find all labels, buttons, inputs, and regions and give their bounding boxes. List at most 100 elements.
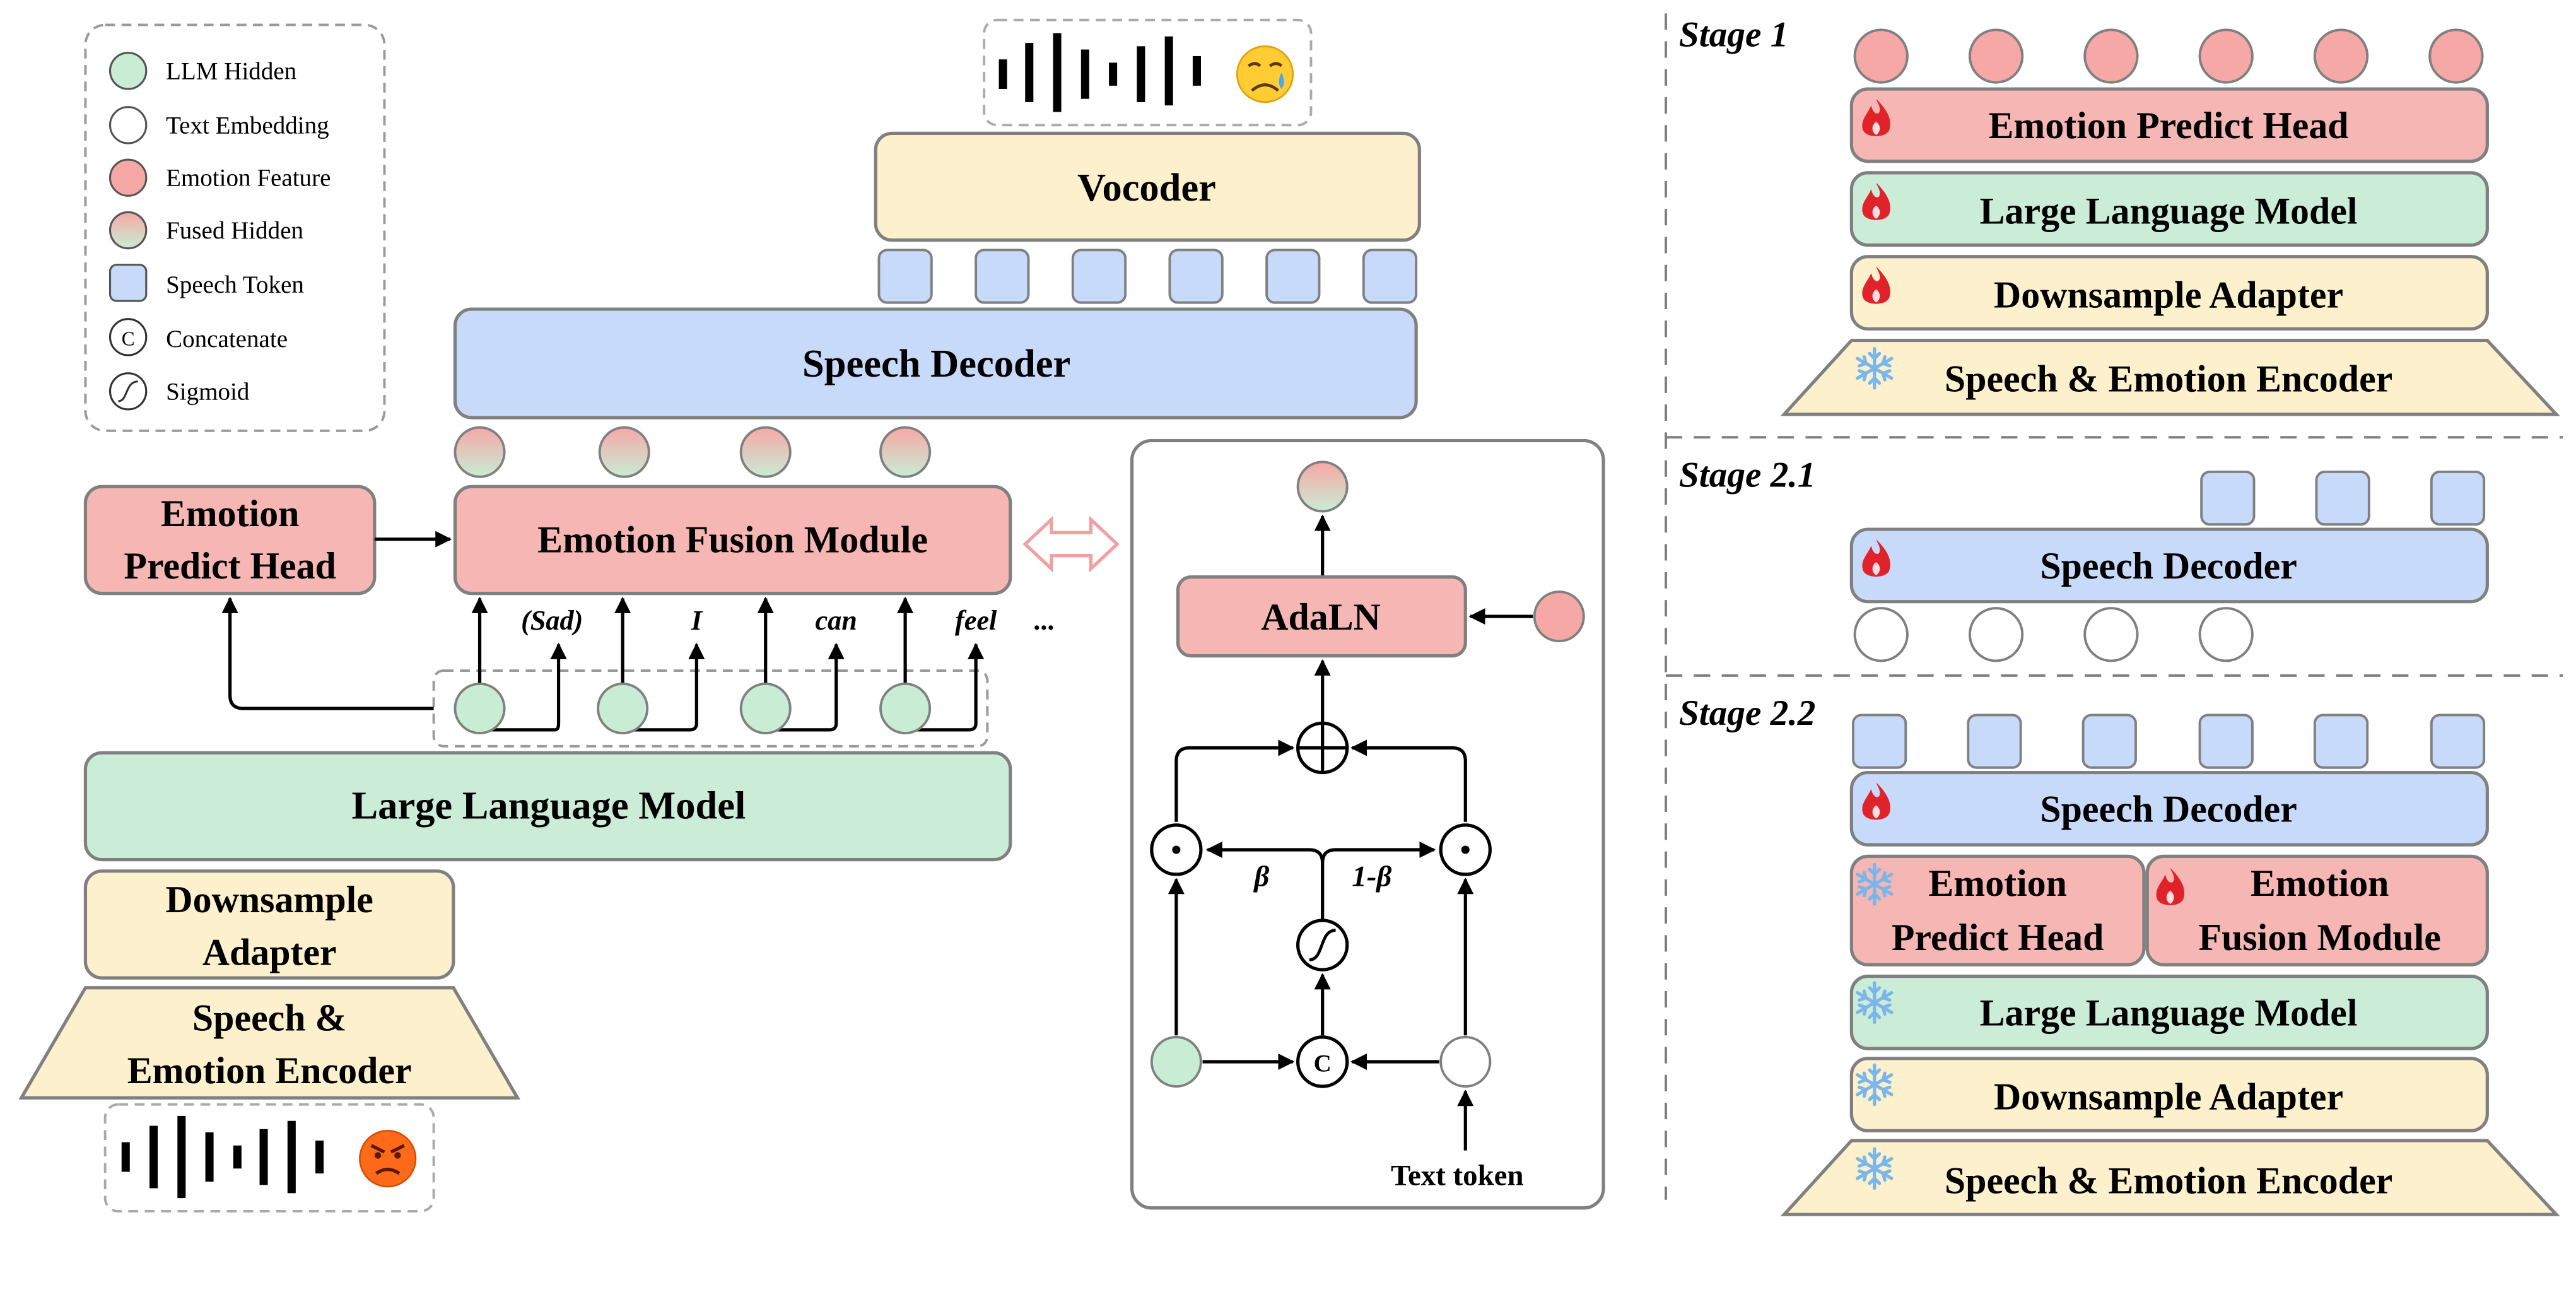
legend-concatenate: C Concatenate [108, 318, 288, 356]
legend-label: Text Embedding [166, 112, 329, 139]
stage-title: Stage 2.1 [1679, 455, 1815, 495]
adapter-label: Adapter [202, 931, 337, 973]
stage-title: Stage 2.2 [1679, 693, 1815, 733]
emotion-predict-head-block: Emotion Predict Head [83, 484, 377, 596]
token-label: I [691, 605, 703, 636]
stage22-emotion-predict-head: Emotion Predict Head [1849, 854, 2146, 966]
svg-text:C: C [122, 327, 135, 349]
legend-emotion-feature: Emotion Feature [108, 158, 331, 197]
emotion-predict-head-label: Predict Head [124, 545, 336, 587]
legend-label: Sigmoid [166, 378, 250, 405]
sigmoid-icon [1296, 919, 1349, 972]
legend: LLM Hidden Text Embedding Emotion Featur… [84, 23, 386, 432]
legend-label: Fused Hidden [166, 217, 303, 244]
block-label: Speech Decoder [2040, 789, 2297, 830]
speech-token [2200, 470, 2256, 526]
beta-label: β [1253, 860, 1269, 893]
encoder-label: Speech & [192, 997, 347, 1038]
waveform-icon [998, 33, 1201, 112]
concatenate-icon [108, 318, 148, 356]
legend-label: LLM Hidden [166, 57, 296, 85]
block-label: Emotion [1928, 862, 2067, 904]
text-embedding-node [2198, 607, 2254, 662]
block-label: Large Language Model [1980, 191, 2358, 232]
hidden-arrows [221, 596, 985, 732]
stage22-speech-decoder: Speech Decoder [1849, 770, 2489, 847]
stage22-llm: Large Language Model [1849, 974, 2489, 1050]
fused-hidden-row [454, 426, 932, 478]
block-label: Large Language Model [1980, 992, 2358, 1034]
speech-token [877, 249, 933, 304]
multiply-icon [1439, 823, 1492, 876]
stage21-speech-decoder: Speech Decoder [1849, 527, 2489, 604]
stage1-adapter: Downsample Adapter [1849, 255, 2489, 331]
stage-2-2-panel: Stage 2.2 Speech Decoder Emotion Predict… [1679, 693, 2560, 1216]
encoder-label: Emotion Encoder [127, 1050, 412, 1091]
llm-label: Large Language Model [351, 783, 746, 827]
block-label: Emotion [2251, 862, 2389, 904]
adaln-label: AdaLN [1261, 596, 1381, 638]
token-label: feel [955, 605, 997, 636]
adaln-block [1176, 575, 1467, 658]
block-label: Speech & Emotion Encoder [1945, 1160, 2392, 1201]
concat-symbol: C [1314, 1050, 1332, 1078]
adapter-block: Downsample Adapter [83, 869, 455, 980]
fused-hidden-icon [108, 211, 148, 250]
crying-face-icon [1236, 45, 1294, 103]
stage22-emotion-fusion-module: Emotion Fusion Module [2145, 854, 2489, 966]
llm-hidden-node [454, 682, 506, 734]
concatenate-icon: C [1296, 1035, 1349, 1088]
legend-label: Speech Token [166, 271, 304, 298]
llm-hidden-node [1150, 1035, 1202, 1088]
legend-label: Emotion Feature [166, 165, 331, 192]
input-waveform [103, 1103, 435, 1213]
speech-token [1071, 249, 1127, 304]
encoder-block: Speech & Emotion Encoder [18, 986, 520, 1100]
text-embedding-node [1439, 1035, 1492, 1088]
emotion-feature-node [2083, 28, 2139, 84]
block-label: Predict Head [1892, 917, 2104, 958]
emotion-feature-node [1533, 590, 1585, 643]
stage22-adapter: Downsample Adapter [1849, 1057, 2489, 1132]
speech-tokens-main [877, 249, 1418, 304]
stage22-encoder: Speech & Emotion Encoder [1780, 1139, 2560, 1216]
zoom-double-arrow-icon [1022, 515, 1120, 573]
text-embedding-node [1968, 607, 2024, 662]
output-waveform [983, 18, 1313, 127]
one-minus-beta-label: 1-β [1352, 860, 1391, 893]
legend-text-embedding: Text Embedding [108, 106, 329, 144]
text-embedding-icon [108, 106, 148, 144]
token-label: can [816, 605, 857, 636]
block-label: Emotion Predict Head [1988, 105, 2348, 146]
speech-token [2081, 714, 2137, 769]
speech-token [1265, 249, 1321, 304]
speech-token [975, 249, 1030, 304]
vocoder-label: Vocoder [1077, 165, 1216, 209]
stage1-encoder: Speech & Emotion Encoder [1780, 338, 2560, 416]
block-label: Speech & Emotion Encoder [1945, 358, 2392, 399]
multiply-icon [1150, 823, 1203, 876]
block-label: Downsample Adapter [1994, 274, 2343, 315]
speech-decoder-label: Speech Decoder [802, 341, 1070, 385]
block-label: Fusion Module [2198, 917, 2440, 958]
speech-token [1168, 249, 1224, 304]
token-label: ... [1034, 605, 1055, 636]
speech-token-row [1852, 714, 2486, 769]
speech-token [2430, 714, 2486, 769]
speech-token [1362, 249, 1418, 304]
stage-1-panel: Stage 1 Emotion Predict Head Large Langu… [1679, 15, 2560, 416]
speech-token [2313, 714, 2369, 769]
legend-speech-token: Speech Token [108, 264, 304, 302]
emotion-feature-node [2313, 28, 2369, 84]
emotion-feature-node [1968, 28, 2024, 84]
block-label: Speech Decoder [2040, 545, 2297, 587]
speech-token [2315, 470, 2370, 526]
fused-hidden-node [739, 426, 792, 478]
text-embedding-node [1853, 607, 1909, 662]
speech-token [1852, 714, 1907, 769]
add-icon [1296, 721, 1349, 775]
emotion-feature-node [2428, 28, 2484, 84]
text-embedding-row [1853, 607, 2254, 662]
block-label: Downsample Adapter [1994, 1076, 2343, 1117]
